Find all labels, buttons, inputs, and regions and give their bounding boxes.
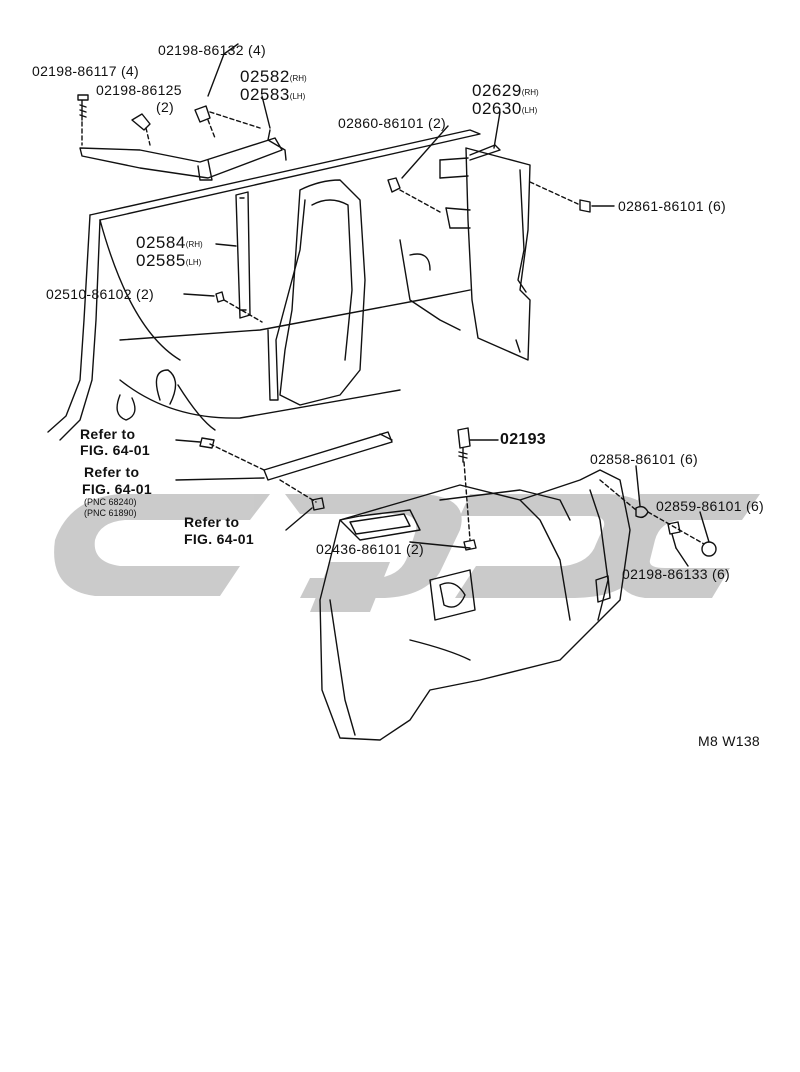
part-label-02582-rh: 02582(RH) [240, 67, 307, 86]
ref-label-3-line1: Refer to [184, 514, 240, 530]
line-art [47, 43, 717, 741]
part-label-02436-86101: 02436-86101 (2) [316, 541, 425, 557]
ref-label-1-line2: FIG. 64-01 [80, 442, 150, 458]
part-label-02630-lh: 02630(LH) [472, 99, 538, 118]
part-label-02861-86101: 02861-86101 (6) [618, 198, 727, 214]
part-label-02510-86102: 02510-86102 (2) [46, 286, 155, 302]
ref-label-2-pnc-1: (PNC 68240) [84, 497, 137, 507]
figure-code: M8 W138 [698, 733, 761, 749]
part-label-02198-86117: 02198-86117 (4) [32, 63, 139, 79]
part-label-02860-86101: 02860-86101 (2) [338, 115, 447, 131]
ref-label-2-line2: FIG. 64-01 [82, 481, 152, 497]
watermark-logo [54, 494, 760, 612]
part-label-02193: 02193 [500, 431, 546, 448]
part-label-02859-86101: 02859-86101 (6) [656, 498, 765, 514]
part-label-02858-86101: 02858-86101 (6) [590, 451, 699, 467]
ref-label-2-pnc-2: (PNC 61890) [84, 508, 137, 518]
part-label-02198-86132: 02198-86132 (4) [158, 42, 267, 58]
ref-label-3-line2: FIG. 64-01 [184, 531, 254, 547]
part-label-02198-86133: 02198-86133 (6) [622, 566, 731, 582]
part-label-02629-rh: 02629(RH) [472, 81, 539, 100]
ref-label-2-line1: Refer to [84, 464, 140, 480]
part-label-02585-lh: 02585(LH) [136, 251, 202, 270]
part-label-02584-rh: 02584(RH) [136, 233, 203, 252]
part-label-02198-86125: 02198-86125 [96, 82, 182, 98]
part-label-02583-lh: 02583(LH) [240, 85, 306, 104]
ref-label-1-line1: Refer to [80, 426, 136, 442]
part-label-02198-86125-qty: (2) [156, 99, 175, 115]
